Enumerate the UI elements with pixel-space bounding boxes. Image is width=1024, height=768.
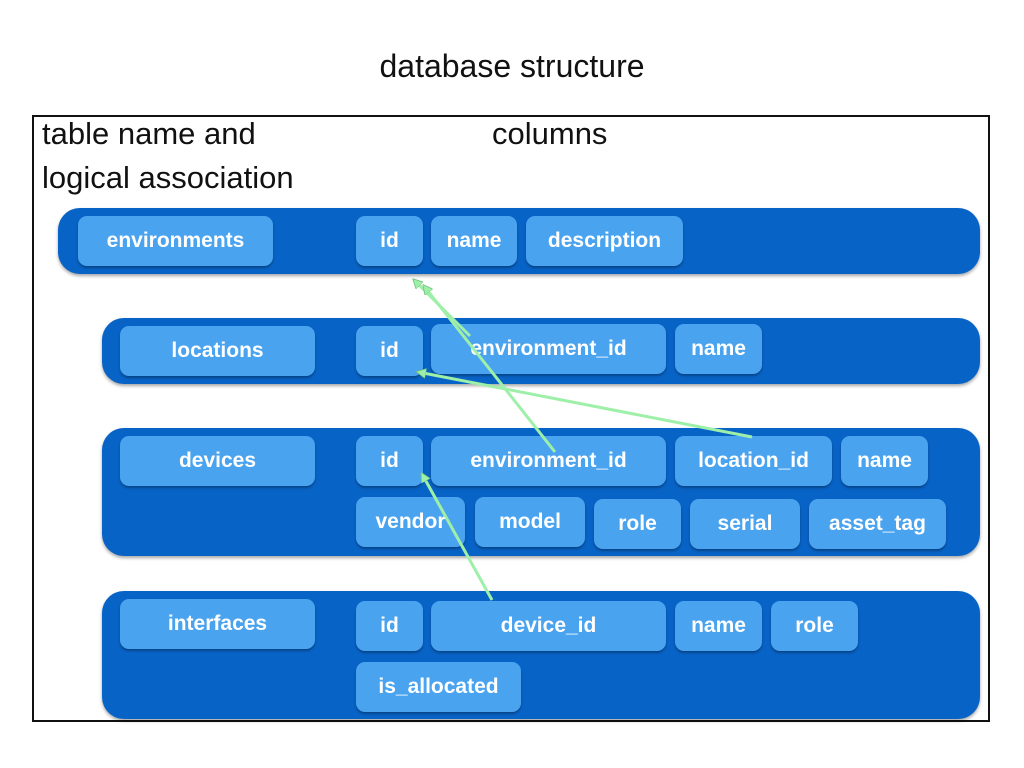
column-interfaces-name: name: [675, 601, 762, 651]
column-locations-environment-id: environment_id: [431, 324, 666, 374]
table-name-locations: locations: [120, 326, 315, 376]
diagram-frame: [32, 115, 990, 722]
column-environments-id: id: [356, 216, 423, 266]
column-environments-name: name: [431, 216, 517, 266]
table-name-interfaces: interfaces: [120, 599, 315, 649]
column-interfaces-id: id: [356, 601, 423, 651]
header-left-line1: table name and: [42, 116, 256, 151]
column-locations-name: name: [675, 324, 762, 374]
table-name-environments: environments: [78, 216, 273, 266]
column-interfaces-device-id: device_id: [431, 601, 666, 651]
column-interfaces-role: role: [771, 601, 858, 651]
column-devices-id: id: [356, 436, 423, 486]
column-environments-description: description: [526, 216, 683, 266]
table-name-devices: devices: [120, 436, 315, 486]
column-devices-asset-tag: asset_tag: [809, 499, 946, 549]
column-devices-location-id: location_id: [675, 436, 832, 486]
header-columns: columns: [492, 116, 608, 151]
column-devices-environment-id: environment_id: [431, 436, 666, 486]
header-left-line2: logical association: [42, 160, 294, 195]
column-devices-model: model: [475, 497, 585, 547]
column-devices-name: name: [841, 436, 928, 486]
column-interfaces-is-allocated: is_allocated: [356, 662, 521, 712]
diagram-title: database structure: [379, 48, 645, 84]
column-locations-id: id: [356, 326, 423, 376]
column-devices-vendor: vendor: [356, 497, 465, 547]
column-devices-serial: serial: [690, 499, 800, 549]
column-devices-role: role: [594, 499, 681, 549]
